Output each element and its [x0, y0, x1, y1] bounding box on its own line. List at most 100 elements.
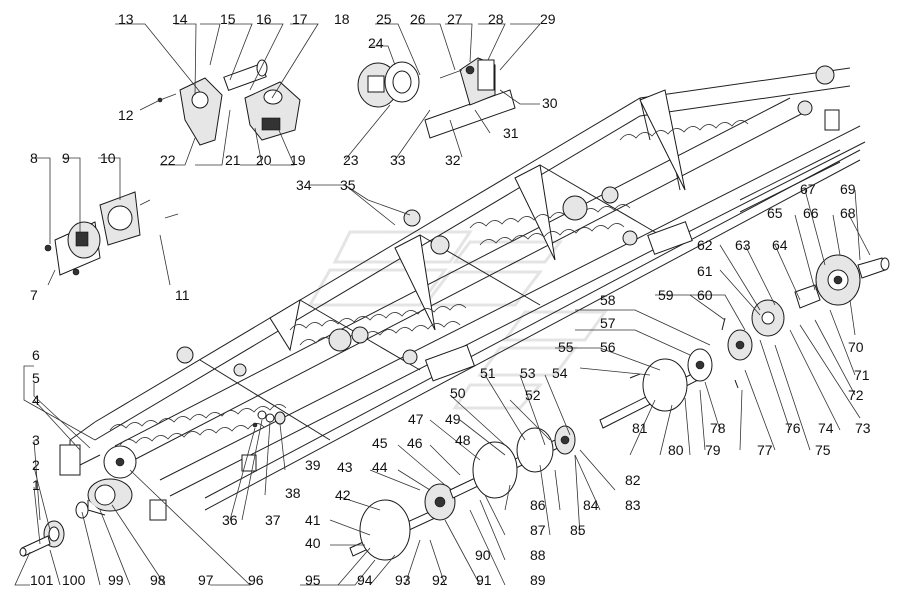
label-79: 79 — [705, 442, 721, 458]
label-25: 25 — [376, 11, 392, 27]
left-bearing-group — [44, 191, 179, 276]
label-24: 24 — [368, 35, 384, 51]
label-89: 89 — [530, 572, 546, 588]
label-68: 68 — [840, 205, 856, 221]
label-18: 18 — [334, 11, 350, 27]
label-96: 96 — [248, 572, 264, 588]
label-45: 45 — [372, 435, 388, 451]
label-46: 46 — [407, 435, 423, 451]
label-34: 34 — [296, 177, 312, 193]
label-3: 3 — [32, 432, 40, 448]
label-85: 85 — [570, 522, 586, 538]
label-19: 19 — [290, 152, 306, 168]
label-17: 17 — [292, 11, 308, 27]
label-86: 86 — [530, 497, 546, 513]
label-43: 43 — [337, 459, 353, 475]
label-50: 50 — [450, 385, 466, 401]
label-90: 90 — [475, 547, 491, 563]
label-14: 14 — [172, 11, 188, 27]
label-31: 31 — [503, 125, 519, 141]
label-60: 60 — [697, 287, 713, 303]
label-47: 47 — [408, 411, 424, 427]
label-71: 71 — [854, 367, 870, 383]
label-64: 64 — [772, 237, 788, 253]
leader-lines — [14, 23, 871, 586]
label-51: 51 — [480, 365, 496, 381]
right-top-group — [727, 254, 890, 361]
label-49: 49 — [445, 411, 461, 427]
label-5: 5 — [32, 370, 40, 386]
label-74: 74 — [818, 420, 834, 436]
label-12: 12 — [118, 107, 134, 123]
conveyor-flights — [109, 65, 835, 446]
label-56: 56 — [600, 339, 616, 355]
label-95: 95 — [305, 572, 321, 588]
label-52: 52 — [525, 387, 541, 403]
label-40: 40 — [305, 535, 321, 551]
label-27: 27 — [447, 11, 463, 27]
label-26: 26 — [410, 11, 426, 27]
label-22: 22 — [160, 152, 176, 168]
label-9: 9 — [62, 150, 70, 166]
label-48: 48 — [455, 432, 471, 448]
lower-shaft-assembly — [349, 425, 576, 561]
label-21: 21 — [225, 152, 241, 168]
label-35: 35 — [340, 177, 356, 193]
part-labels: 1 2 3 4 5 6 7 8 9 10 11 12 13 14 15 16 1… — [30, 11, 871, 588]
label-63: 63 — [735, 237, 751, 253]
left-end-drive — [19, 445, 137, 557]
label-44: 44 — [372, 459, 388, 475]
label-66: 66 — [803, 205, 819, 221]
label-36: 36 — [222, 512, 238, 528]
label-38: 38 — [285, 485, 301, 501]
label-13: 13 — [118, 11, 134, 27]
top-center-group — [357, 57, 516, 139]
label-92: 92 — [432, 572, 448, 588]
label-100: 100 — [62, 572, 86, 588]
label-67: 67 — [800, 181, 816, 197]
label-10: 10 — [100, 150, 116, 166]
mid-shaft-assembly — [599, 317, 739, 429]
label-80: 80 — [668, 442, 684, 458]
label-54: 54 — [552, 365, 568, 381]
label-72: 72 — [848, 387, 864, 403]
label-77: 77 — [757, 442, 773, 458]
label-81: 81 — [632, 420, 648, 436]
label-20: 20 — [256, 152, 272, 168]
label-61: 61 — [697, 263, 713, 279]
label-1: 1 — [32, 477, 40, 493]
label-83: 83 — [625, 497, 641, 513]
label-15: 15 — [220, 11, 236, 27]
label-16: 16 — [256, 11, 272, 27]
label-32: 32 — [445, 152, 461, 168]
label-101: 101 — [30, 572, 54, 588]
label-73: 73 — [855, 420, 871, 436]
label-37: 37 — [265, 512, 281, 528]
label-11: 11 — [175, 287, 190, 303]
label-94: 94 — [357, 572, 373, 588]
label-93: 93 — [395, 572, 411, 588]
label-88: 88 — [530, 547, 546, 563]
label-84: 84 — [583, 497, 599, 513]
label-28: 28 — [488, 11, 504, 27]
label-59: 59 — [658, 287, 674, 303]
label-23: 23 — [343, 152, 359, 168]
label-55: 55 — [558, 339, 574, 355]
label-70: 70 — [848, 339, 864, 355]
label-65: 65 — [767, 205, 783, 221]
label-7: 7 — [30, 287, 38, 303]
label-76: 76 — [785, 420, 801, 436]
label-39: 39 — [305, 457, 321, 473]
label-57: 57 — [600, 315, 616, 331]
label-33: 33 — [390, 152, 406, 168]
label-82: 82 — [625, 472, 641, 488]
label-62: 62 — [697, 237, 713, 253]
label-99: 99 — [108, 572, 124, 588]
label-91: 91 — [476, 572, 492, 588]
label-2: 2 — [32, 457, 40, 473]
label-87: 87 — [530, 522, 546, 538]
label-69: 69 — [840, 181, 856, 197]
label-8: 8 — [30, 150, 38, 166]
